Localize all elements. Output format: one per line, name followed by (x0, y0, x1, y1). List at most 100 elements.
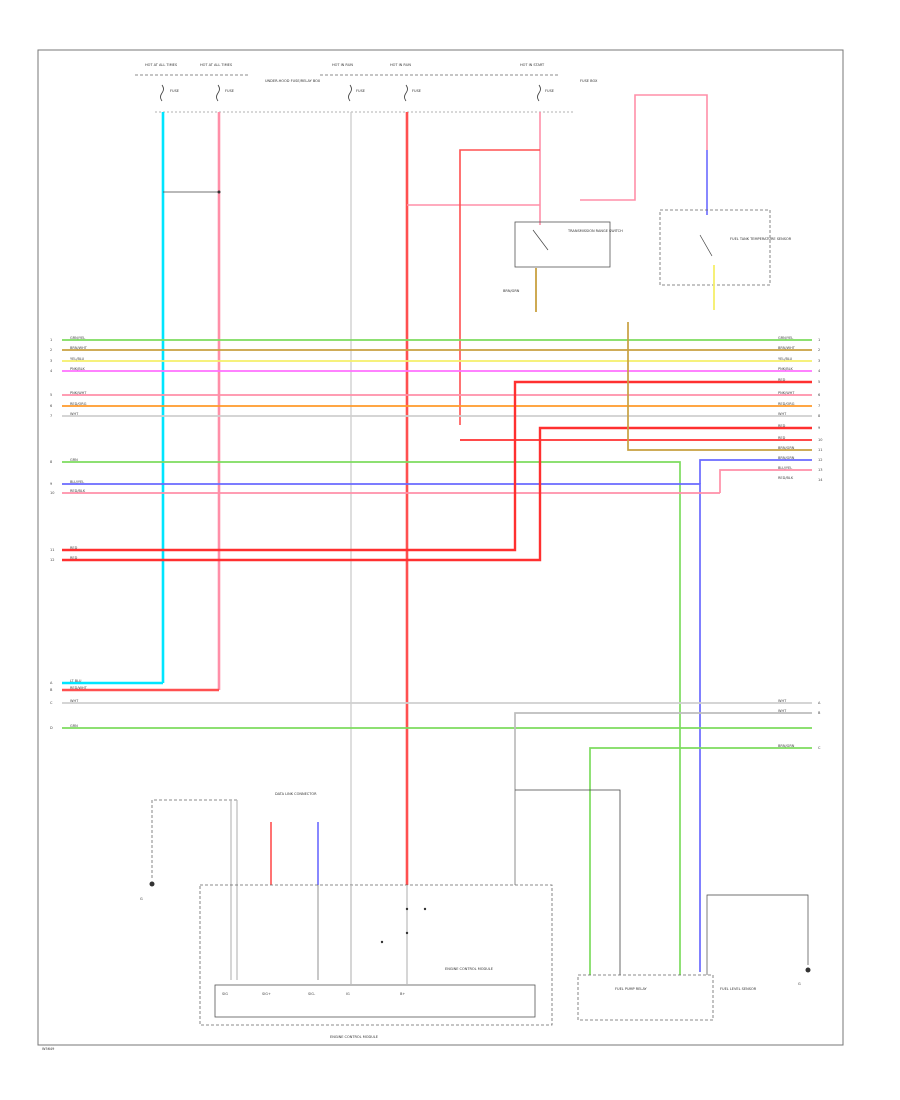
right-pin-number: 9 (818, 426, 820, 430)
lower-left-wire-color: LT BLU (70, 679, 82, 683)
right-pin-number: 5 (818, 380, 820, 384)
fuse-4-text: FUSE (412, 89, 421, 93)
ecm-inner-label: ENGINE CONTROL MODULE (445, 967, 493, 971)
left-pin-number: 2 (50, 348, 52, 352)
right-wire-color: YEL/BLU (778, 357, 793, 361)
splice-dot (217, 190, 221, 194)
left-wire-color: PNK/WHT (70, 391, 87, 395)
fuse-symbol-1 (160, 84, 164, 102)
left-pin-number: 6 (50, 404, 52, 408)
lower-right-wire-color: WHT (778, 699, 787, 703)
fuse-2-text: FUSE (225, 89, 234, 93)
ground-left-label: G (140, 897, 143, 901)
ecm-outer-box (199, 884, 553, 1026)
right-pin-number: 3 (818, 359, 820, 363)
fuse-label-2: HOT AT ALL TIMES (200, 63, 233, 67)
wire-fuelpump-feed (515, 789, 621, 975)
left-pin-number: 4 (50, 369, 53, 373)
vertical-feeds (161, 112, 541, 885)
right-wire-color: RED (778, 424, 786, 428)
lower-left-pin-number: D (50, 726, 53, 730)
fuse-symbols (155, 84, 575, 113)
left-wire-color: RED/ORG (70, 402, 87, 406)
wire-grn (62, 461, 681, 975)
ecm-node-3 (380, 940, 384, 944)
fuel-temp-sensor: FUEL TANK TEMPERATURE SENSOR (580, 94, 792, 310)
ecm-pin-3: IG (346, 992, 350, 996)
fuse-5-text: FUSE (545, 89, 554, 93)
data-link-label: DATA LINK CONNECTOR (275, 792, 317, 796)
ecm-node-4 (405, 931, 409, 935)
left-wire-color: RED/BLK (70, 489, 86, 493)
lower-left-pin-number: C (50, 701, 53, 705)
right-pin-number: 10 (818, 438, 822, 442)
fuse-symbol-3 (348, 84, 352, 102)
right-pin-number: 6 (818, 393, 820, 397)
ground-left-symbol (149, 881, 155, 887)
right-wire-color: GRN/YEL (778, 336, 793, 340)
wire-red-1 (62, 380, 812, 552)
ground-left: G (140, 799, 238, 980)
right-wire-color: RED (778, 378, 786, 382)
ecm-pin-1: SIG+ (262, 992, 271, 996)
lower-left-wire-color: WHT (70, 699, 79, 703)
left-pin-number: 11 (50, 548, 54, 552)
left-wire-color: YEL/BLU (70, 357, 85, 361)
right-wire-color: WHT (778, 412, 787, 416)
right-wire-color: BRN/GRN (778, 446, 795, 450)
fuse-3-text: FUSE (356, 89, 365, 93)
lower-left-pin-number: A (50, 681, 53, 685)
left-wire-color: WHT (70, 412, 79, 416)
right-wire-color: BRN/GRN (778, 456, 795, 460)
fuel-temp-box (659, 209, 771, 286)
diagram-frame (37, 49, 844, 1046)
footer-code: W5649 (42, 1047, 54, 1051)
right-wire-color: RED (778, 436, 786, 440)
fuse-symbol-2 (216, 84, 220, 102)
left-wire-color: GRN/YEL (70, 336, 85, 340)
right-pin-number: 7 (818, 404, 820, 408)
lower-harness (62, 681, 812, 975)
ground-left-dash (151, 799, 238, 885)
left-wire-color: PNK/BLK (70, 367, 86, 371)
wire-bluyel-right (699, 459, 812, 484)
ecm-input-wires: DATA LINK CONNECTOR (270, 792, 319, 980)
fuse-block-note: UNDER-HOOD FUSE/RELAY BOX (265, 79, 321, 83)
fuse-label-3: HOT IN RUN (332, 63, 353, 67)
left-wire-color: GRN (70, 458, 78, 462)
fuel-temp-contact (699, 234, 713, 257)
left-pin-number: 5 (50, 393, 52, 397)
ecm-pin-0: SIG (222, 992, 228, 996)
wire-red-2 (62, 426, 812, 562)
right-wire-color: BRN/WHT (778, 346, 796, 350)
right-pin-number: 2 (818, 348, 820, 352)
fuel-pump-label: FUEL PUMP RELAY (615, 987, 648, 991)
right-wire-color: RED/ORG (778, 402, 795, 406)
fuel-temp-feed (580, 94, 708, 201)
ecm-node-1 (405, 907, 409, 911)
ecm-pin-2: SIG- (308, 992, 316, 996)
lower-right-wire-color: WHT (778, 709, 787, 713)
right-wire-color: PNK/WHT (778, 391, 795, 395)
fuse-symbol-4 (404, 84, 408, 102)
wire-wht-low-2 (514, 712, 812, 885)
fuel-level-loop (706, 894, 809, 975)
left-wire-color: RED (70, 546, 78, 550)
trans-loop-wire (459, 149, 540, 425)
fuse-header: HOT AT ALL TIMES HOT AT ALL TIMES HOT IN… (135, 63, 598, 93)
left-pin-number: 8 (50, 460, 52, 464)
right-wire-color: BLU/YEL (778, 466, 792, 470)
lower-right-pin-number: B (818, 711, 821, 715)
trans-pin: BRN/GRN (503, 289, 520, 293)
lower-right-pin-number: C (818, 746, 821, 750)
right-pin-number: 4 (818, 369, 821, 373)
right-pin-number: 12 (818, 458, 822, 462)
wire-redblk-right (719, 469, 812, 493)
ecm-bottom-label: ENGINE CONTROL MODULE (330, 1035, 378, 1039)
left-pin-number: 12 (50, 558, 54, 562)
right-pin-number: 13 (818, 468, 822, 472)
ground-right-symbol (805, 967, 811, 973)
fuse-label-5: HOT IN START (520, 63, 545, 67)
